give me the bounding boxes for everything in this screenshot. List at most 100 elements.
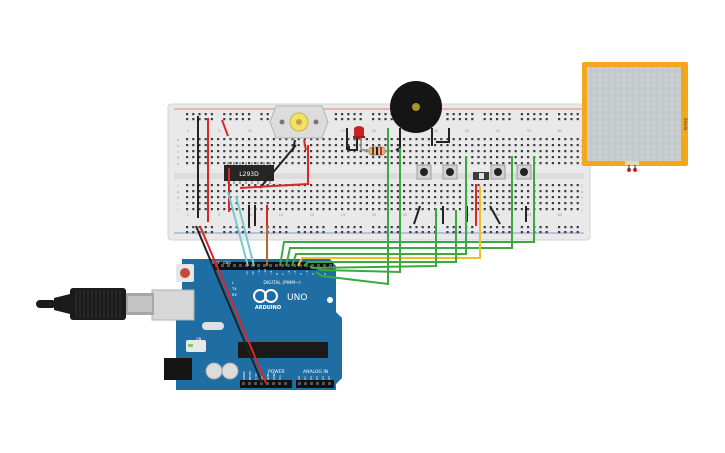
breadboard-hole: [409, 196, 412, 199]
breadboard-hole: [421, 150, 424, 153]
breadboard-hole: [272, 202, 275, 205]
breadboard-hole: [551, 138, 554, 141]
breadboard-hole: [235, 156, 238, 159]
breadboard-hole: [489, 190, 492, 193]
breadboard-hole: [223, 231, 226, 234]
breadboard-hole: [527, 226, 530, 229]
breadboard-hole: [396, 190, 399, 193]
breadboard-hole: [415, 208, 418, 211]
header-pin: [311, 264, 314, 267]
push-button[interactable]: [516, 164, 532, 180]
breadboard-hole: [384, 196, 387, 199]
breadboard-hole: [347, 196, 350, 199]
breadboard-hole: [421, 156, 424, 159]
breadboard-hole: [291, 162, 294, 165]
header-pin: [298, 382, 301, 385]
breadboard-hole: [458, 208, 461, 211]
breadboard-hole: [260, 113, 263, 116]
usb-cable[interactable]: [36, 288, 154, 320]
breadboard-hole: [496, 156, 499, 159]
push-button[interactable]: [416, 164, 432, 180]
breadboard-hole: [452, 231, 455, 234]
breadboard-hole: [403, 138, 406, 141]
breadboard-hole: [192, 118, 195, 121]
breadboard-hole: [248, 202, 251, 205]
breadboard-hole: [576, 113, 579, 116]
breadboard-hole: [322, 162, 325, 165]
breadboard-hole: [235, 190, 238, 193]
breadboard[interactable]: aabbccddeeffgghhiijj 1155101015152020252…: [167, 103, 591, 241]
breadboard-hole: [483, 113, 486, 116]
breadboard-hole: [186, 202, 189, 205]
dc-motor[interactable]: [269, 105, 329, 151]
slide-switch[interactable]: [473, 172, 489, 180]
breadboard-hole: [223, 202, 226, 205]
piezo-buzzer[interactable]: [390, 81, 442, 151]
breadboard-hole: [322, 226, 325, 229]
breadboard-hole: [520, 184, 523, 187]
breadboard-hole: [186, 118, 189, 121]
analog-pin-label: A3: [315, 376, 319, 380]
l-led-label: L: [232, 281, 234, 285]
breadboard-hole: [241, 196, 244, 199]
tx-label: TX: [231, 287, 237, 291]
breadboard-hole: [551, 144, 554, 147]
breadboard-hole: [334, 150, 337, 153]
breadboard-hole: [496, 150, 499, 153]
breadboard-hole: [384, 208, 387, 211]
breadboard-hole: [570, 190, 573, 193]
breadboard-hole: [297, 196, 300, 199]
breadboard-hole: [248, 156, 251, 159]
l293d-chip[interactable]: L293D: [224, 162, 274, 184]
breadboard-hole: [378, 144, 381, 147]
breadboard-hole: [508, 138, 511, 141]
header-pin: [248, 382, 251, 385]
breadboard-hole: [539, 208, 542, 211]
breadboard-hole: [558, 190, 561, 193]
push-button[interactable]: [490, 164, 506, 180]
breadboard-hole: [217, 202, 220, 205]
breadboard-hole: [316, 156, 319, 159]
breadboard-hole: [223, 226, 226, 229]
breadboard-hole: [266, 190, 269, 193]
header-pin: [278, 382, 281, 385]
breadboard-hole: [248, 162, 251, 165]
breadboard-hole: [396, 144, 399, 147]
breadboard-hole: [558, 208, 561, 211]
breadboard-hole: [558, 196, 561, 199]
breadboard-column-number: 55: [527, 213, 531, 217]
breadboard-hole: [558, 138, 561, 141]
resistor[interactable]: [364, 146, 390, 156]
breadboard-hole: [520, 144, 523, 147]
push-button[interactable]: [442, 164, 458, 180]
breadboard-hole: [322, 144, 325, 147]
breadboard-column-number: 45: [465, 129, 469, 133]
breadboard-hole: [303, 196, 306, 199]
breadboard-hole: [564, 196, 567, 199]
breadboard-hole: [527, 208, 530, 211]
breadboard-hole: [248, 150, 251, 153]
breadboard-hole: [477, 184, 480, 187]
breadboard-hole: [186, 150, 189, 153]
analog-pin-label: A1: [303, 376, 307, 380]
breadboard-hole: [576, 144, 579, 147]
breadboard-hole: [198, 118, 201, 121]
breadboard-hole: [508, 113, 511, 116]
breadboard-hole: [279, 226, 282, 229]
breadboard-hole: [372, 138, 375, 141]
breadboard-hole: [564, 144, 567, 147]
breadboard-hole: [310, 208, 313, 211]
breadboard-hole: [217, 196, 220, 199]
power-pin-label: 5V: [260, 375, 264, 380]
touchscreen-shield[interactable]: Shield: [582, 62, 688, 172]
breadboard-hole: [316, 231, 319, 234]
header-pin: [310, 382, 313, 385]
red-led[interactable]: [348, 126, 368, 151]
breadboard-hole: [458, 226, 461, 229]
digital-pin-label: ~6: [287, 270, 291, 275]
breadboard-hole: [564, 113, 567, 116]
breadboard-hole: [570, 196, 573, 199]
arduino-uno[interactable]: ARDUINO UNO DIGITAL (PWM~) POWER ANALOG …: [151, 259, 342, 390]
breadboard-hole: [421, 190, 424, 193]
breadboard-hole: [254, 144, 257, 147]
